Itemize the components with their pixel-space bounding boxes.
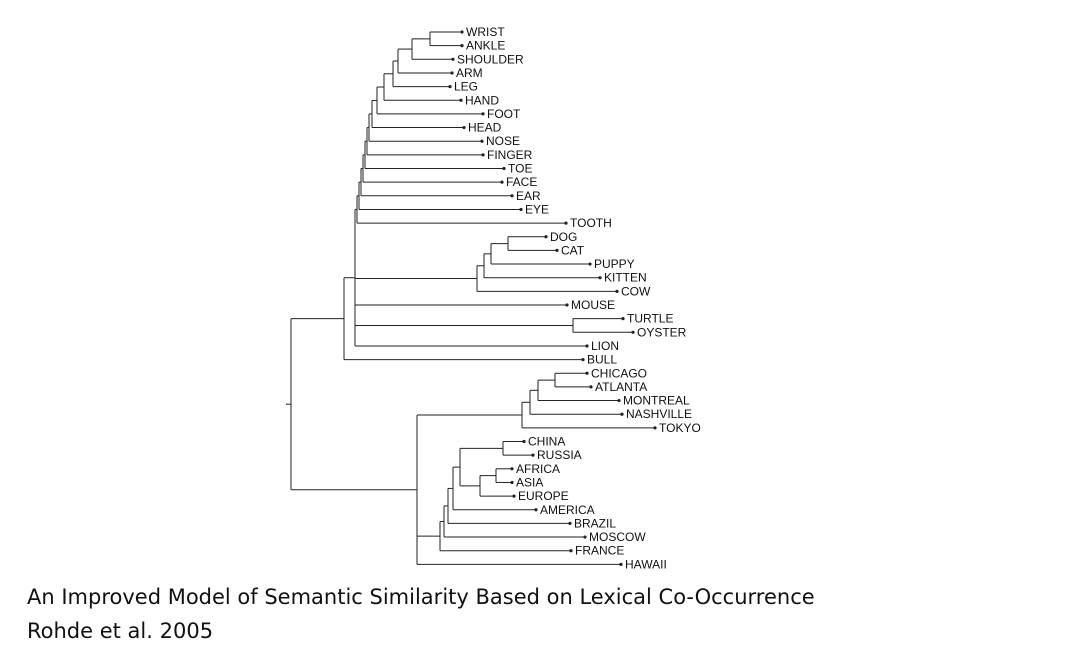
leaf-label: COW xyxy=(621,284,651,298)
leaf-label: TOKYO xyxy=(659,421,701,435)
leaf-label: PUPPY xyxy=(594,257,635,271)
leaf-label: ANKLE xyxy=(466,39,505,53)
leaf-label: FINGER xyxy=(487,148,533,162)
leaf-label: EAR xyxy=(516,189,541,203)
leaf-label: FACE xyxy=(506,175,537,189)
leaf-label: HAWAII xyxy=(625,557,667,571)
leaf-label: MOUSE xyxy=(571,298,615,312)
leaf-label: LEG xyxy=(454,80,478,94)
leaf-label: ATLANTA xyxy=(595,380,647,394)
figure-title: An Improved Model of Semantic Similarity… xyxy=(27,585,815,609)
leaf-label: BULL xyxy=(587,353,617,367)
leaf-label: AFRICA xyxy=(516,462,560,476)
leaf-label: SHOULDER xyxy=(457,52,524,66)
leaf-label: CHICAGO xyxy=(591,366,647,380)
leaf-label: CAT xyxy=(561,243,585,257)
leaf-label: NASHVILLE xyxy=(626,407,692,421)
leaf-label: ASIA xyxy=(516,475,543,489)
leaf-label: MOSCOW xyxy=(589,530,646,544)
leaf-label: TOOTH xyxy=(570,216,612,230)
leaf-label: DOG xyxy=(550,230,577,244)
leaf-label: ARM xyxy=(456,66,483,80)
leaf-label: TURTLE xyxy=(627,312,673,326)
dendrogram: WRISTANKLESHOULDERARMLEGHANDFOOTHEADNOSE… xyxy=(286,25,701,571)
leaf-label: KITTEN xyxy=(604,271,647,285)
leaf-label: CHINA xyxy=(528,435,565,449)
leaf-label: TOE xyxy=(508,162,532,176)
leaf-label: EYE xyxy=(525,202,549,216)
leaf-label: LION xyxy=(591,339,619,353)
leaf-label: RUSSIA xyxy=(537,448,582,462)
leaf-label: NOSE xyxy=(486,134,520,148)
leaf-label: HEAD xyxy=(468,121,502,135)
leaf-label: OYSTER xyxy=(637,325,687,339)
leaf-label: FRANCE xyxy=(575,544,624,558)
leaf-label: WRIST xyxy=(466,25,505,39)
leaf-label: BRAZIL xyxy=(574,516,616,530)
leaf-label: HAND xyxy=(465,93,499,107)
leaf-label: EUROPE xyxy=(518,489,569,503)
leaf-label: FOOT xyxy=(487,107,521,121)
leaf-label: MONTREAL xyxy=(623,394,690,408)
figure-citation: Rohde et al. 2005 xyxy=(27,619,214,643)
leaf-label: AMERICA xyxy=(540,503,595,517)
